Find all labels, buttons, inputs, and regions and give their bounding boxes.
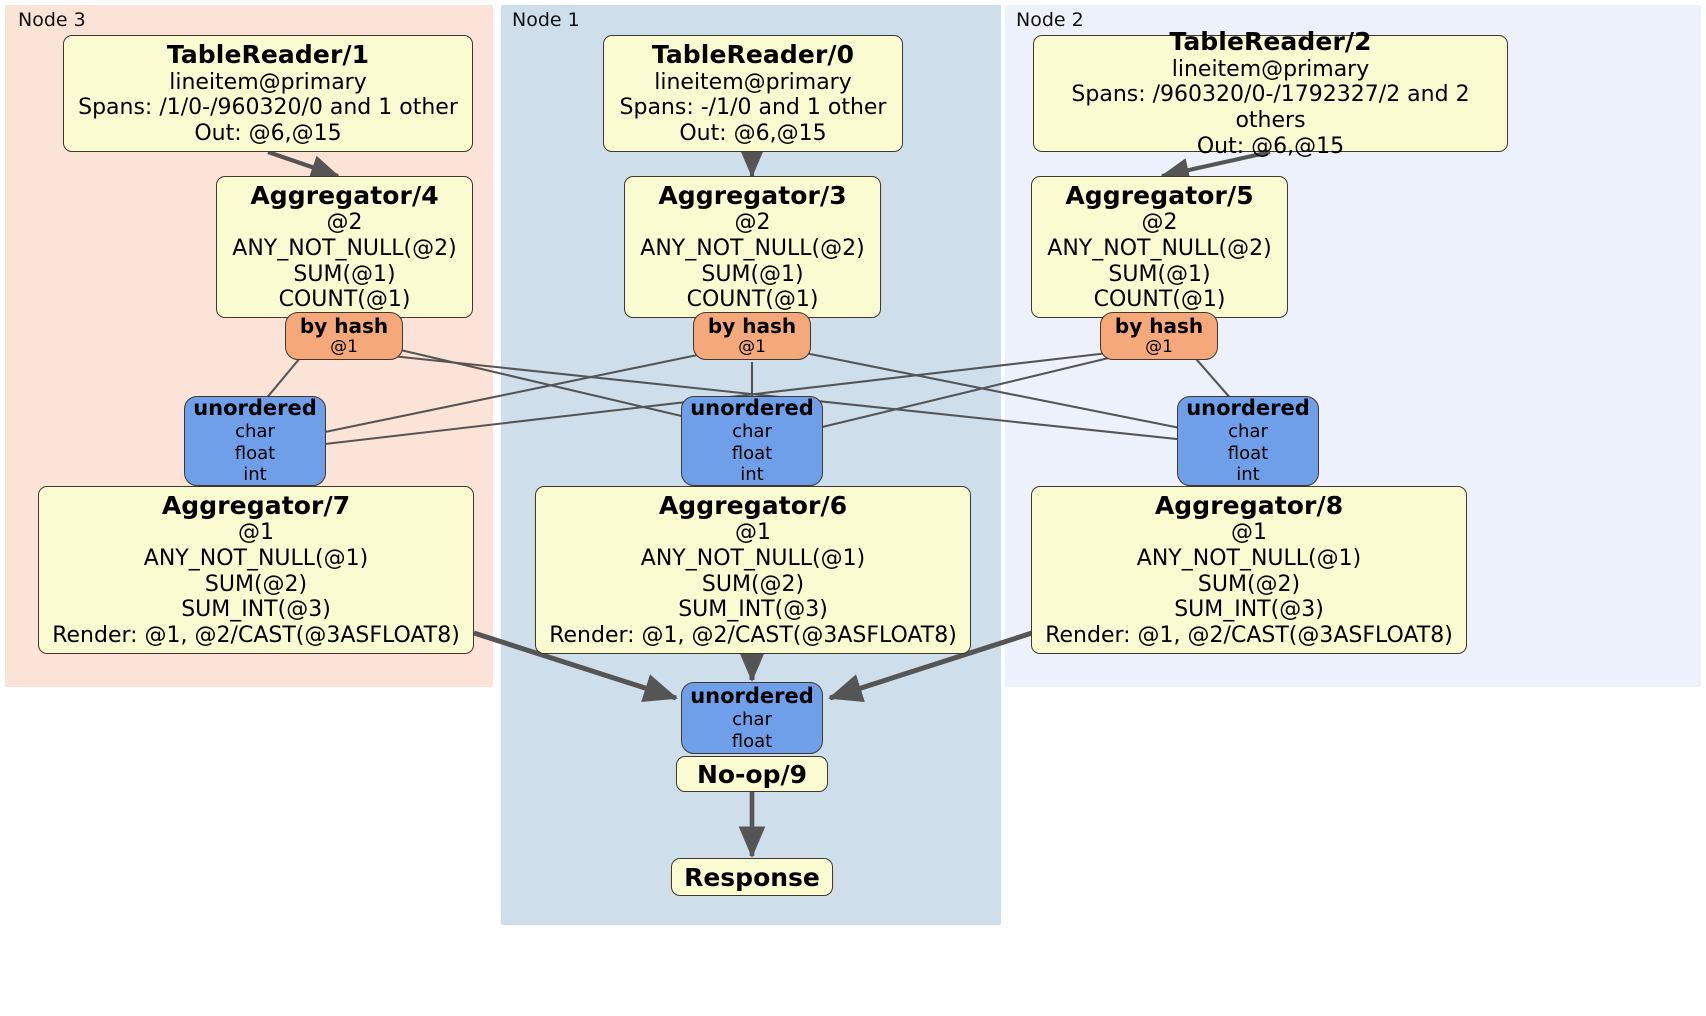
processor-group: @2 — [1141, 210, 1178, 236]
processor-box-aggregator-7[interactable]: Aggregator/7 @1 ANY_NOT_NULL(@1) SUM(@2)… — [38, 486, 474, 654]
processor-group: @2 — [734, 210, 771, 236]
input-synchronizer-unordered-node1[interactable]: unordered char float int — [681, 396, 823, 486]
input-synchronizer-unordered-node3[interactable]: unordered char float int — [184, 396, 326, 486]
processor-func-2: SUM(@1) — [701, 261, 804, 287]
sync-type-2: float — [731, 442, 773, 464]
processor-box-aggregator-3[interactable]: Aggregator/3 @2 ANY_NOT_NULL(@2) SUM(@1)… — [624, 176, 881, 318]
processor-render: Render: @1, @2/CAST(@3ASFLOAT8) — [549, 623, 957, 649]
sync-type-3: int — [1236, 464, 1260, 486]
processor-group: @1 — [735, 520, 771, 546]
processor-box-aggregator-5[interactable]: Aggregator/5 @2 ANY_NOT_NULL(@2) SUM(@1)… — [1031, 176, 1288, 318]
processor-title: Aggregator/6 — [658, 491, 848, 521]
processor-spans: Spans: /960320/0-/1792327/2 and 2 others — [1071, 82, 1470, 134]
sync-title: unordered — [690, 396, 814, 421]
processor-func-2: SUM(@2) — [1197, 571, 1301, 597]
processor-table: lineitem@primary — [169, 69, 367, 95]
processor-func-1: ANY_NOT_NULL(@1) — [143, 546, 369, 572]
processor-box-aggregator-4[interactable]: Aggregator/4 @2 ANY_NOT_NULL(@2) SUM(@1)… — [216, 176, 473, 318]
router-title: by hash — [707, 314, 797, 339]
processor-func-3: COUNT(@1) — [686, 287, 819, 313]
router-column: @1 — [330, 336, 358, 357]
processor-func-2: SUM(@1) — [1108, 261, 1211, 287]
processor-out: Out: @6,@15 — [679, 120, 827, 146]
input-synchronizer-unordered-final[interactable]: unordered char float — [681, 682, 823, 754]
processor-box-tablereader-0[interactable]: TableReader/0 lineitem@primary Spans: -/… — [603, 35, 903, 152]
sync-type-2: float — [731, 730, 773, 752]
processor-title: Aggregator/4 — [250, 180, 439, 210]
sync-type-1: char — [1228, 421, 1268, 443]
processor-title: Aggregator/3 — [658, 180, 847, 210]
router-title: by hash — [1114, 314, 1204, 339]
processor-func-1: ANY_NOT_NULL(@1) — [640, 546, 866, 572]
processor-func-1: ANY_NOT_NULL(@1) — [1136, 546, 1362, 572]
processor-spans: Spans: -/1/0 and 1 other — [619, 95, 887, 121]
processor-group: @2 — [326, 210, 363, 236]
processor-title: TableReader/0 — [651, 40, 855, 70]
processor-func-1: ANY_NOT_NULL(@2) — [640, 235, 865, 261]
sync-type-2: float — [234, 442, 276, 464]
processor-table: lineitem@primary — [654, 69, 852, 95]
processor-render: Render: @1, @2/CAST(@3ASFLOAT8) — [52, 623, 460, 649]
processor-func-3: SUM_INT(@3) — [1174, 597, 1324, 623]
sync-type-3: int — [740, 464, 764, 486]
sync-type-1: char — [235, 421, 275, 443]
sync-title: unordered — [193, 396, 317, 421]
processor-group: @1 — [1231, 520, 1267, 546]
processor-func-3: COUNT(@1) — [278, 287, 411, 313]
processor-title: TableReader/2 — [1169, 27, 1372, 57]
processor-box-tablereader-1[interactable]: TableReader/1 lineitem@primary Spans: /1… — [63, 35, 473, 152]
processor-func-2: SUM(@2) — [204, 571, 308, 597]
processor-spans: Spans: /1/0-/960320/0 and 1 other — [78, 95, 458, 121]
processor-func-1: ANY_NOT_NULL(@2) — [1047, 235, 1272, 261]
processor-table: lineitem@primary — [1171, 56, 1370, 82]
output-router-by-hash-node1[interactable]: by hash @1 — [693, 312, 811, 360]
processor-func-3: SUM_INT(@3) — [678, 597, 828, 623]
processor-box-tablereader-2[interactable]: TableReader/2 lineitem@primary Spans: /9… — [1033, 27, 1508, 159]
router-title: by hash — [299, 314, 389, 339]
processor-box-aggregator-8[interactable]: Aggregator/8 @1 ANY_NOT_NULL(@1) SUM(@2)… — [1031, 486, 1467, 654]
input-synchronizer-unordered-node2[interactable]: unordered char float int — [1177, 396, 1319, 486]
processor-title: Aggregator/8 — [1154, 491, 1344, 521]
sync-type-2: float — [1227, 442, 1269, 464]
node-panel-label-node2: Node 2 — [1016, 9, 1084, 31]
router-column: @1 — [1145, 336, 1173, 357]
processor-title: TableReader/1 — [166, 40, 370, 70]
output-router-by-hash-node3[interactable]: by hash @1 — [285, 312, 403, 360]
processor-out: Out: @6,@15 — [1196, 133, 1345, 159]
processor-func-1: ANY_NOT_NULL(@2) — [232, 235, 457, 261]
sync-type-3: int — [243, 464, 267, 486]
processor-box-aggregator-6[interactable]: Aggregator/6 @1 ANY_NOT_NULL(@1) SUM(@2)… — [535, 486, 971, 654]
processor-func-3: COUNT(@1) — [1093, 287, 1226, 313]
processor-box-response[interactable]: Response — [671, 858, 833, 896]
processor-out: Out: @6,@15 — [194, 120, 342, 146]
node-panel-label-node3: Node 3 — [18, 9, 86, 31]
processor-func-2: SUM(@2) — [701, 571, 805, 597]
processor-func-2: SUM(@1) — [293, 261, 396, 287]
processor-func-3: SUM_INT(@3) — [181, 597, 331, 623]
sync-type-1: char — [732, 709, 772, 730]
processor-box-noop-9[interactable]: No-op/9 — [676, 756, 828, 792]
sync-title: unordered — [1186, 396, 1310, 421]
router-column: @1 — [738, 336, 766, 357]
processor-render: Render: @1, @2/CAST(@3ASFLOAT8) — [1045, 623, 1453, 649]
node-panel-label-node1: Node 1 — [512, 9, 580, 31]
processor-group: @1 — [238, 520, 274, 546]
sync-type-1: char — [732, 421, 772, 443]
sync-title: unordered — [690, 683, 814, 708]
output-router-by-hash-node2[interactable]: by hash @1 — [1100, 312, 1218, 360]
processor-title: Aggregator/5 — [1065, 180, 1254, 210]
processor-title: Aggregator/7 — [161, 491, 351, 521]
